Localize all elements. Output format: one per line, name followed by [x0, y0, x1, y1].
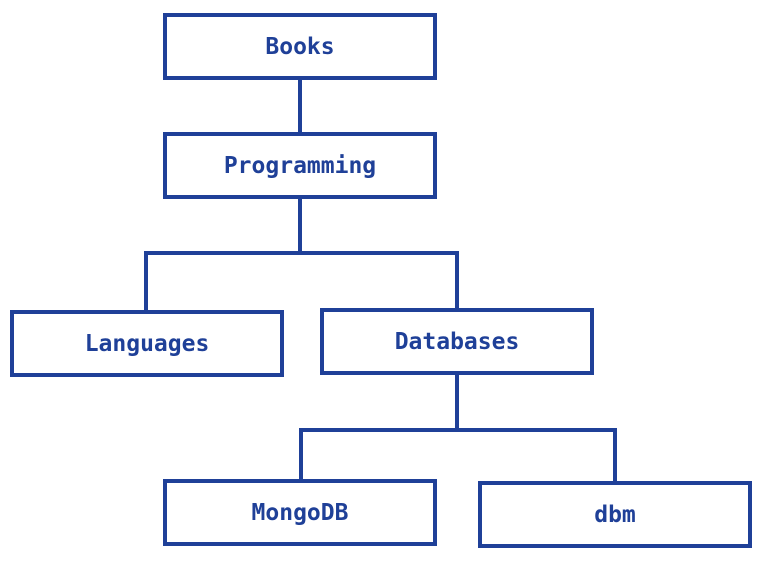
node-mongodb: MongoDB [163, 479, 437, 546]
node-dbm: dbm [478, 481, 752, 548]
node-dbm-label: dbm [594, 501, 636, 528]
connector-level3-horizontal [299, 428, 617, 432]
node-databases: Databases [320, 308, 594, 375]
connector-to-mongodb [299, 428, 303, 482]
node-programming: Programming [163, 132, 437, 199]
node-languages-label: Languages [84, 330, 210, 357]
node-books-label: Books [265, 33, 335, 60]
connector-databases-stem [455, 375, 459, 432]
connector-programming-stem [298, 199, 302, 255]
connector-to-languages [144, 251, 148, 313]
connector-level2-horizontal [144, 251, 459, 255]
node-databases-label: Databases [394, 328, 520, 355]
connector-books-programming [298, 80, 302, 134]
node-mongodb-label: MongoDB [251, 499, 349, 526]
node-books: Books [163, 13, 437, 80]
node-programming-label: Programming [223, 152, 377, 179]
connector-to-databases [455, 251, 459, 311]
connector-to-dbm [613, 428, 617, 484]
node-languages: Languages [10, 310, 284, 377]
